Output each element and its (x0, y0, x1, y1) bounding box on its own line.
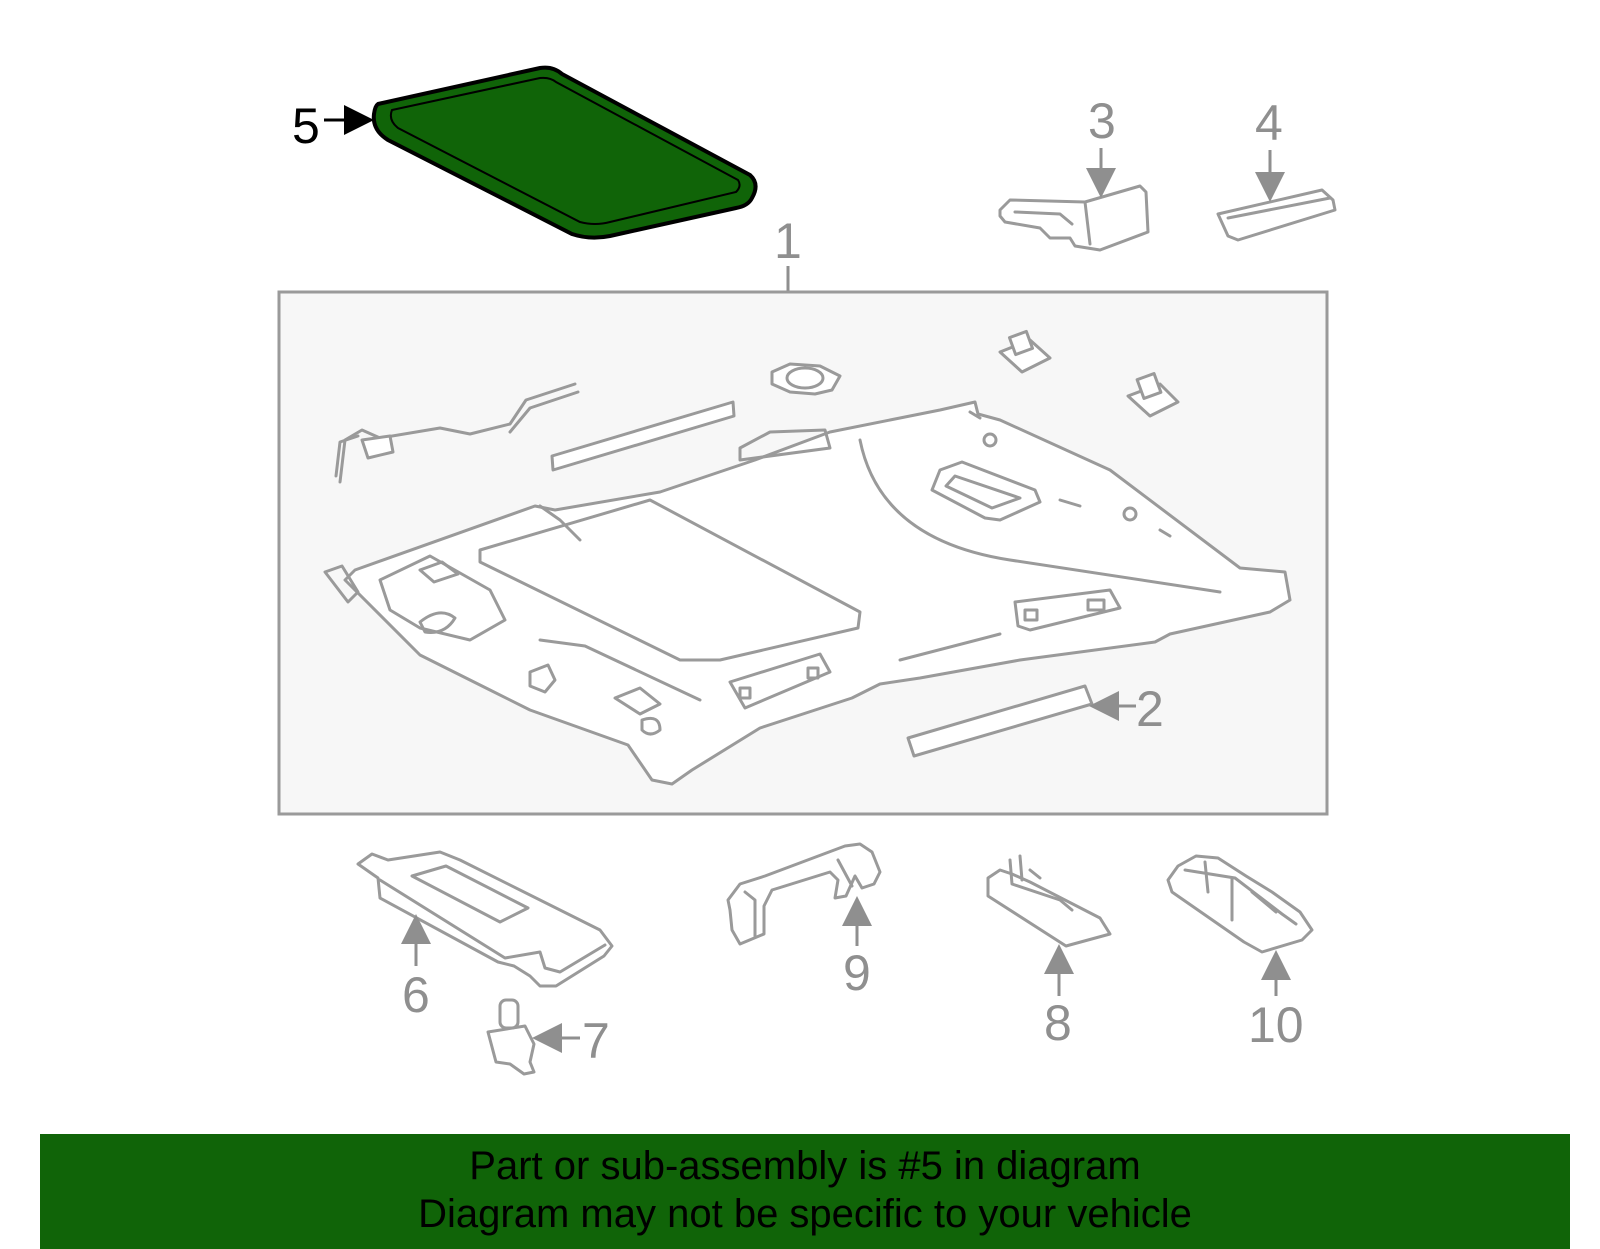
banner-line-2: Diagram may not be specific to your vehi… (418, 1192, 1192, 1236)
callout-9: 9 (843, 945, 871, 1001)
callout-7: 7 (582, 1013, 610, 1069)
part-4-clip[interactable] (1216, 188, 1337, 242)
trim-strip-upper[interactable] (550, 400, 736, 472)
part-5-sunroof-glass[interactable] (371, 65, 758, 240)
callout-6: 6 (402, 967, 430, 1023)
clip-square-1[interactable] (998, 329, 1052, 374)
part-10-lamp-housing[interactable] (1166, 854, 1314, 954)
part-7-visor-clip[interactable] (486, 998, 536, 1076)
info-banner: Part or sub-assembly is #5 in diagram Di… (40, 1134, 1570, 1249)
callout-3: 3 (1088, 93, 1116, 149)
callout-1: 1 (774, 213, 802, 269)
part-1-headliner[interactable] (323, 400, 1292, 786)
callout-4: 4 (1255, 95, 1283, 151)
callout-10: 10 (1248, 997, 1304, 1053)
clip-square-2[interactable] (1126, 372, 1180, 418)
callout-5: 5 (292, 98, 320, 154)
part-8-lamp[interactable] (986, 854, 1112, 948)
part-6-sun-visor[interactable] (356, 850, 614, 988)
wire-harness[interactable] (334, 382, 580, 484)
banner-line-1: Part or sub-assembly is #5 in diagram (469, 1144, 1141, 1188)
callout-2: 2 (1136, 681, 1164, 737)
part-3-bracket[interactable] (998, 184, 1150, 252)
callout-8: 8 (1044, 995, 1072, 1051)
clip-round[interactable] (770, 362, 842, 396)
